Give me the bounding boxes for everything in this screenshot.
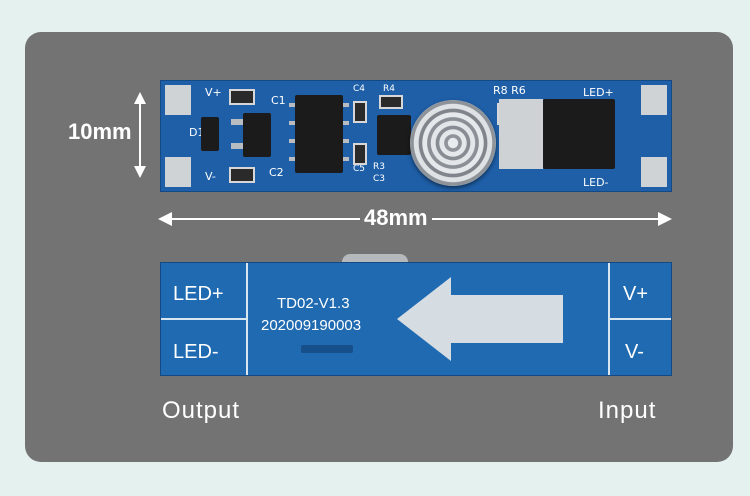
silk-led-plus: LED+ (583, 86, 614, 99)
diode-d1 (201, 117, 219, 151)
capacitor-c1 (229, 89, 255, 105)
ic-pin (289, 121, 295, 125)
silk-r3: R3 (373, 162, 385, 172)
silk-v-plus: V+ (205, 86, 222, 99)
input-caption: Input (598, 397, 657, 424)
height-arrow-head-down (134, 166, 146, 178)
ic-pin (343, 157, 349, 161)
serial-number: 202009190003 (261, 317, 362, 334)
bottom-led-plus-label: LED+ (173, 283, 224, 305)
width-arrow-head-left (158, 212, 172, 226)
input-pad-bottom (165, 157, 191, 187)
test-pad (301, 345, 353, 353)
output-caption: Output (162, 397, 241, 424)
capacitor-c2 (229, 167, 255, 183)
ic-soic8 (295, 95, 343, 173)
silk-c3: C3 (373, 174, 386, 184)
output-pad-bottom (641, 157, 667, 187)
silk-c2: C2 (269, 166, 284, 179)
silk-c5: C5 (353, 164, 366, 174)
bottom-v-minus-label: V- (625, 341, 644, 363)
ic-pin (343, 139, 349, 143)
capacitor-c5 (353, 143, 367, 165)
width-arrow-head-right (658, 212, 672, 226)
bottom-led-minus-label: LED- (173, 341, 219, 363)
silk-r8-r6: R8 R6 (493, 84, 526, 97)
bottom-v-plus-label: V+ (623, 283, 649, 305)
height-dimension-label: 10mm (68, 119, 132, 144)
mosfet-small (377, 115, 411, 155)
silk-v-minus: V- (205, 170, 216, 183)
width-dimension-label: 48mm (360, 205, 432, 231)
ic-pin (289, 157, 295, 161)
mosfet-tab (499, 99, 543, 169)
touch-spring-sensor (410, 100, 496, 186)
regulator-pin (231, 119, 243, 125)
power-mosfet (543, 99, 615, 169)
ic-pin (343, 121, 349, 125)
bottom-board-art (161, 263, 671, 375)
silk-c4: C4 (353, 84, 366, 94)
ic-pin (289, 103, 295, 107)
height-arrow-head-up (134, 92, 146, 104)
model-number: TD02-V1.3 (277, 295, 350, 312)
regulator-chip (243, 113, 271, 157)
silk-r4: R4 (383, 84, 395, 94)
output-pad-top (641, 85, 667, 115)
capacitor-c4 (353, 101, 367, 123)
input-pad-top (165, 85, 191, 115)
ic-pin (343, 103, 349, 107)
regulator-pin (231, 143, 243, 149)
direction-arrow (397, 277, 563, 361)
silk-d1: D1 (189, 126, 205, 139)
silk-led-minus: LED- (583, 176, 609, 189)
resistor-r4 (379, 95, 403, 109)
silk-c1: C1 (271, 94, 286, 107)
ic-pin (289, 139, 295, 143)
pcb-bottom-view: LED+ LED- V+ V- TD02-V1.3 202009190003 (160, 262, 672, 376)
